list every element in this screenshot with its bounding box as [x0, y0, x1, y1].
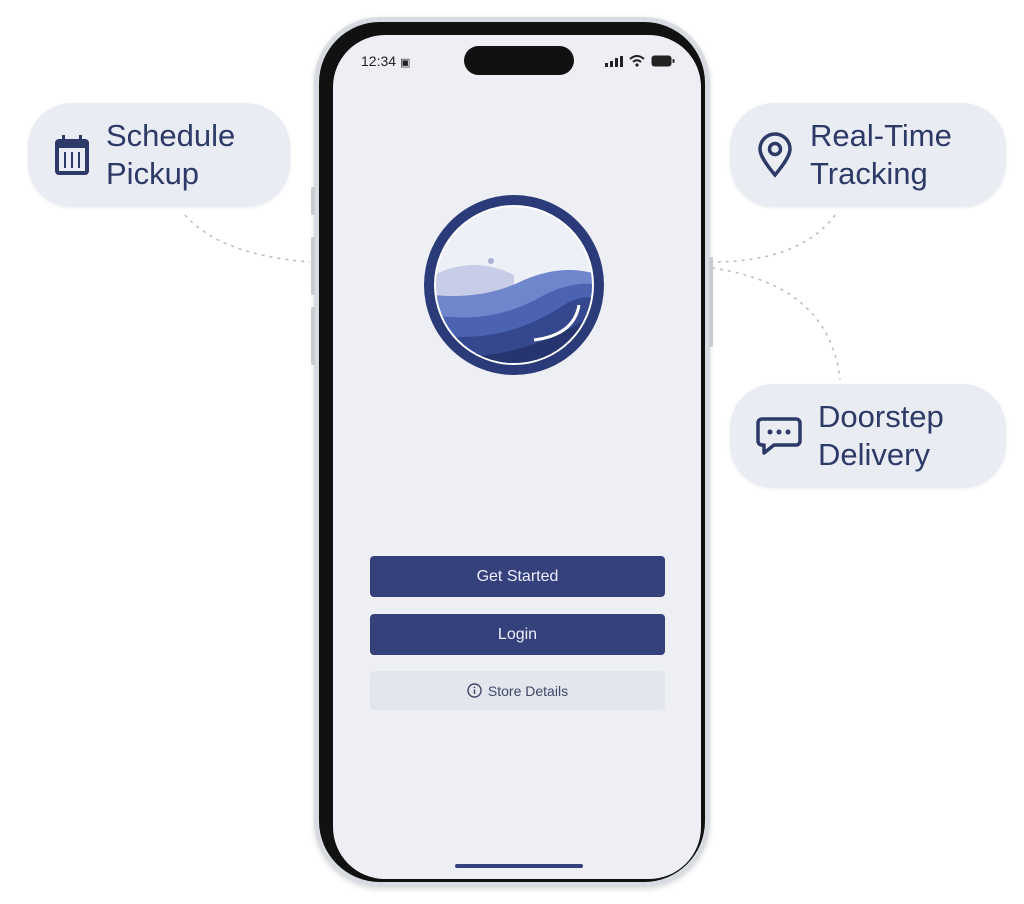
feature-title-line1: Schedule	[106, 118, 236, 153]
login-button[interactable]: Login	[370, 614, 665, 655]
volume-up-button	[311, 237, 315, 295]
chat-bubble-icon	[756, 417, 802, 455]
get-started-button[interactable]: Get Started	[370, 556, 665, 597]
app-screen: 12:34 ▣	[333, 35, 701, 879]
info-icon	[467, 683, 482, 698]
feature-title-line2: Delivery	[818, 437, 930, 472]
home-indicator[interactable]	[455, 864, 583, 868]
feature-title-line1: Doorstep	[818, 399, 944, 434]
feature-title-line2: Tracking	[810, 156, 928, 191]
location-pin-icon	[758, 132, 792, 178]
signal-icon	[605, 55, 623, 67]
status-bar: 12:34 ▣	[361, 51, 675, 71]
wifi-icon	[629, 55, 645, 67]
store-details-button[interactable]: Store Details	[370, 671, 665, 710]
calendar-icon	[55, 135, 89, 175]
sim-icon: ▣	[399, 57, 411, 69]
app-logo	[424, 195, 604, 375]
dynamic-island	[464, 46, 574, 75]
battery-icon	[651, 55, 675, 67]
feature-title-line2: Pickup	[106, 156, 200, 191]
power-button	[709, 257, 713, 347]
mute-switch	[311, 187, 315, 215]
feature-title-line1: Real-Time	[810, 118, 952, 153]
phone-frame: 12:34 ▣	[311, 17, 713, 887]
store-details-label: Store Details	[487, 682, 569, 699]
volume-down-button	[311, 307, 315, 365]
status-time: 12:34	[361, 53, 397, 69]
